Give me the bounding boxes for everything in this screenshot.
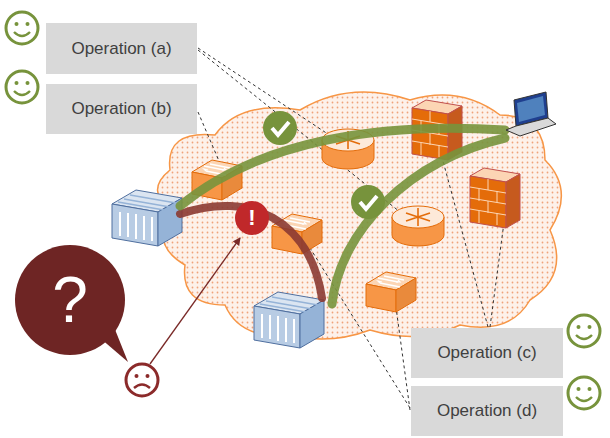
operation-box: Operation (a)	[46, 23, 197, 74]
happy-face	[568, 377, 600, 409]
operation-box: Operation (b)	[46, 84, 197, 134]
operation-box: Operation (c)	[411, 328, 563, 378]
operation-label: Operation (a)	[71, 39, 171, 59]
server-icon	[254, 292, 324, 348]
question-bubble: ?	[15, 245, 125, 355]
failed-path	[180, 206, 322, 298]
working-path	[332, 138, 505, 304]
server-icon	[112, 190, 182, 246]
check-mark	[351, 185, 385, 219]
laptop-icon	[506, 92, 556, 136]
router-icon	[392, 206, 444, 246]
happy-face	[6, 12, 38, 44]
switch-icon	[366, 272, 416, 312]
alert-mark: !	[248, 207, 255, 229]
sad-face	[126, 364, 158, 396]
operation-label: Operation (c)	[437, 343, 536, 363]
working-path	[180, 128, 505, 206]
question-mark: ?	[52, 268, 88, 332]
happy-face	[6, 71, 38, 103]
firewall-icon	[470, 168, 520, 228]
happy-face	[568, 315, 600, 347]
pointer-arrow	[150, 238, 240, 364]
network-cloud	[158, 92, 562, 339]
operation-label: Operation (b)	[71, 99, 171, 119]
check-mark	[263, 111, 297, 145]
operation-box: Operation (d)	[411, 386, 563, 436]
operation-label: Operation (d)	[437, 401, 537, 421]
alert-circle: !	[235, 201, 269, 235]
